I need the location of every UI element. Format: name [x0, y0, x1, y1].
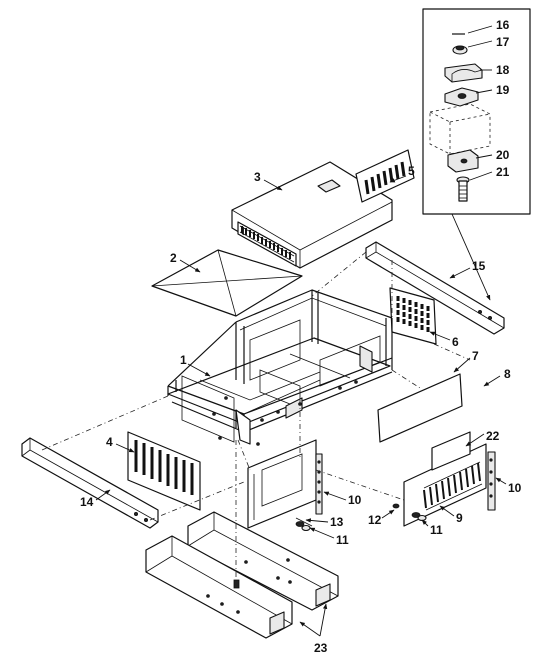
callout-3: 3 — [254, 170, 261, 184]
callout-10-left: 10 — [348, 493, 362, 507]
callout-14: 14 — [80, 495, 94, 509]
callout-11-left: 11 — [336, 533, 349, 547]
main-chassis-frame — [167, 289, 393, 446]
callout-18: 18 — [496, 63, 510, 77]
callout-2: 2 — [170, 251, 177, 265]
top-cover — [231, 161, 393, 269]
callout-22: 22 — [486, 429, 500, 443]
callout-11-right: 11 — [430, 523, 443, 537]
rear-vent-panel — [355, 149, 415, 203]
front-grille — [127, 431, 201, 511]
callout-23: 23 — [314, 641, 328, 655]
callout-1: 1 — [180, 353, 187, 367]
detail-inset-hardware — [422, 8, 531, 215]
callout-20: 20 — [496, 148, 510, 162]
callout-7: 7 — [472, 349, 479, 363]
callout-6: 6 — [452, 335, 459, 349]
callout-10-right: 10 — [508, 481, 522, 495]
top-rail-right — [365, 241, 505, 335]
access-panel-left — [247, 439, 323, 532]
callout-8: 8 — [504, 367, 511, 381]
callout-19: 19 — [496, 83, 510, 97]
callout-5: 5 — [408, 164, 415, 178]
inset-pointer-line — [451, 213, 491, 301]
bottom-rail-left — [21, 437, 159, 529]
base-skids — [145, 511, 339, 639]
callout-13: 13 — [330, 515, 344, 529]
filter-panel — [151, 249, 303, 317]
callout-16: 16 — [496, 18, 510, 32]
callout-15: 15 — [472, 259, 486, 273]
callout-21: 21 — [496, 165, 510, 179]
callout-4: 4 — [106, 435, 113, 449]
callout-leaders — [95, 175, 507, 637]
assembly-centerlines — [41, 251, 471, 580]
callout-12: 12 — [368, 513, 382, 527]
callout-labels: 1 2 3 4 5 6 7 8 9 10 10 11 11 12 13 14 1… — [80, 18, 522, 655]
access-panel-right — [392, 431, 496, 527]
callout-17: 17 — [496, 35, 510, 49]
side-panel-right — [377, 373, 463, 443]
callout-9: 9 — [456, 511, 463, 525]
side-vent-panel — [389, 287, 437, 345]
